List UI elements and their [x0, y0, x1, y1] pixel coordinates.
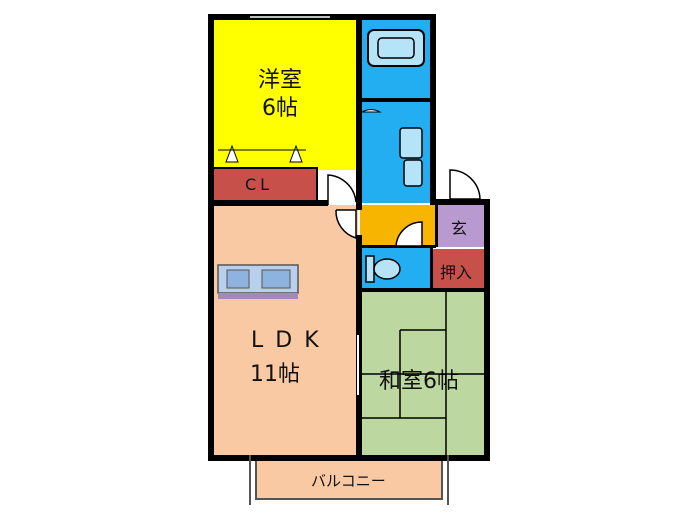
- wall-bath-split: [360, 98, 432, 102]
- ldk-room: [214, 205, 358, 455]
- wall-genkan-left: [435, 205, 438, 247]
- wall-right-lower: [484, 200, 490, 461]
- wall-ldk-top: [208, 200, 328, 206]
- wall-bottom: [208, 455, 490, 461]
- oshiire-label: 押入: [440, 263, 473, 282]
- ldk-name: LDK: [251, 328, 331, 353]
- wall-toilet-right: [430, 248, 433, 290]
- wall-entry-top: [430, 199, 490, 205]
- wall-toilet-bottom: [360, 288, 488, 292]
- wall-western-bath: [356, 14, 362, 210]
- western-room: [214, 20, 358, 170]
- genkan-label: 玄: [451, 219, 468, 238]
- western-room-size: 6帖: [262, 96, 298, 121]
- oshiire: [432, 249, 484, 291]
- closet: [214, 167, 318, 203]
- balcony: [255, 460, 443, 500]
- balcony-label: バルコニー: [311, 472, 386, 490]
- wall-right-bath: [430, 14, 436, 200]
- ldk-size: 11帖: [250, 362, 300, 387]
- wall-left: [208, 14, 214, 461]
- closet-label: CL: [245, 175, 274, 194]
- genkan: [438, 205, 484, 247]
- western-room-name: 洋室: [258, 68, 303, 93]
- japanese-room: [362, 291, 484, 455]
